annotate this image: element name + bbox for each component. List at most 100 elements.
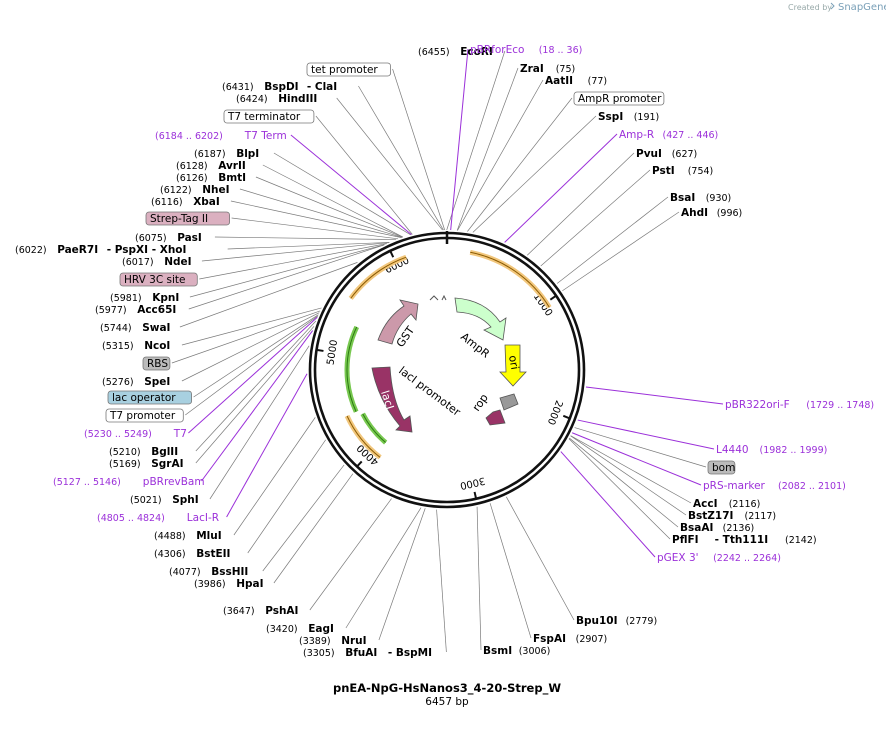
feature-box (105, 408, 184, 423)
primer-name: Amp-R (619, 129, 654, 141)
enzyme-name: HindIII (278, 93, 317, 105)
enzyme-position: (6187) (194, 149, 226, 160)
enzyme-position: (191) (634, 112, 660, 123)
label-box-pink-strep-tag-ii[interactable]: Strep-Tag II (145, 211, 230, 226)
label-primer-l4440[interactable]: L4440(1982 .. 1999) (716, 444, 827, 456)
label-box-white-ampr-promoter[interactable]: AmpR promoter (573, 91, 665, 106)
primer-position: (2082 .. 2101) (778, 481, 846, 492)
label-primer-laci-r[interactable]: (4805 .. 4824)LacI-R (97, 512, 219, 524)
label-enzyme-bsteii[interactable]: (4306)BstEII (154, 548, 230, 560)
enzyme-name: PshAI (265, 605, 298, 617)
label-primer-pbr322ori-f[interactable]: pBR322ori-F(1729 .. 1748) (725, 399, 874, 411)
label-enzyme-bfuai[interactable]: (3305)BfuAI- BspMI (303, 647, 432, 659)
label-enzyme-psti[interactable]: PstI(754) (652, 165, 713, 177)
label-box-pink-hrv-3c-site[interactable]: HRV 3C site (119, 272, 198, 287)
enzyme-name: PflFI (672, 534, 699, 546)
rop-label: rop (470, 392, 491, 414)
label-enzyme-hpai[interactable]: (3986)HpaI (194, 578, 263, 590)
label-primer-t7-term[interactable]: (6184 .. 6202)T7 Term (155, 130, 287, 142)
enzyme-name: BglII (151, 446, 178, 458)
label-enzyme-bsshii[interactable]: (4077)BssHII (169, 566, 248, 578)
label-enzyme-bstz17i[interactable]: BstZ17I(2117) (688, 510, 776, 522)
label-enzyme-bmti[interactable]: (6126)BmtI (176, 172, 246, 184)
ampr-label: AmpR (458, 330, 492, 361)
primer-name: T7 (173, 428, 187, 440)
feature-box (145, 211, 230, 226)
feature-name: lac operator (112, 392, 176, 404)
label-enzyme-sgrai[interactable]: (5169)SgrAI (109, 458, 183, 470)
label-enzyme-nhei[interactable]: (6122)NheI (160, 184, 229, 196)
label-box-blue-lac-operator[interactable]: lac operator (107, 390, 192, 405)
label-box-gray-bom[interactable]: bom (707, 460, 735, 475)
laci-promoter-label: lacI promoter (396, 364, 463, 419)
label-enzyme-paer7i[interactable]: (6022)PaeR7I- PspXI - XhoI (15, 244, 186, 256)
primer-name: pRS-marker (703, 480, 766, 492)
label-box-white-t7-terminator[interactable]: T7 terminator (223, 109, 315, 124)
ori-arrow (499, 344, 527, 387)
connector-line (209, 345, 310, 500)
label-enzyme-bsaai[interactable]: BsaAI(2136) (680, 522, 754, 534)
label-enzyme-acc65i[interactable]: (5977)Acc65I (95, 304, 176, 316)
label-enzyme-sphi[interactable]: (5021)SphI (130, 494, 199, 506)
label-primer-pbrrevbam[interactable]: (5127 .. 5146)pBRrevBam (53, 476, 205, 488)
label-enzyme-hindiii[interactable]: (6424)HindIII (236, 93, 317, 105)
label-enzyme-mlui[interactable]: (4488)MluI (154, 530, 222, 542)
label-enzyme-spei[interactable]: (5276)SpeI (102, 376, 170, 388)
label-enzyme-bpu10i[interactable]: Bpu10I(2779) (576, 615, 657, 627)
connector-line (378, 508, 426, 641)
label-primer-pbrforeco[interactable]: pBRforEco(18 .. 36) (470, 44, 582, 56)
label-enzyme-aatii[interactable]: AatII(77) (545, 75, 607, 87)
label-enzyme-eagi[interactable]: (3420)EagI (266, 623, 334, 635)
connector-line (179, 262, 358, 328)
label-enzyme-avrii[interactable]: (6128)AvrII (176, 160, 246, 172)
label-enzyme-ahdi[interactable]: AhdI(996) (681, 207, 742, 219)
connector-line (570, 435, 687, 516)
orange-arc-line (350, 256, 407, 299)
label-enzyme-xbai[interactable]: (6116)XbaI (151, 196, 220, 208)
label-enzyme-fspai[interactable]: FspAI(2907) (533, 633, 607, 645)
connector-line (247, 439, 326, 554)
enzyme-position: (5169) (109, 459, 141, 470)
rop-arrow (485, 409, 506, 426)
label-enzyme-ecori[interactable]: (6455)EcoRI (418, 46, 493, 58)
label-box-white-t7-promoter[interactable]: T7 promoter (105, 408, 184, 423)
label-enzyme-zrai[interactable]: ZraI(75) (520, 63, 575, 75)
credit-brand: SnapGene (838, 2, 886, 13)
gst-arrow (377, 299, 419, 345)
label-enzyme-pasi[interactable]: (6075)PasI (135, 232, 202, 244)
enzyme-name: NdeI (164, 256, 191, 268)
label-enzyme-sspi[interactable]: SspI(191) (598, 111, 659, 123)
label-enzyme-bspdi[interactable]: (6431)BspDI- ClaI (222, 81, 337, 93)
label-enzyme-bglii[interactable]: (5210)BglII (109, 446, 178, 458)
label-enzyme-ndei[interactable]: (6017)NdeI (122, 256, 192, 268)
label-enzyme-bsai[interactable]: BsaI(930) (670, 192, 731, 204)
label-box-white-tet-promoter[interactable]: tet promoter (306, 62, 391, 77)
enzyme-extra: - ClaI (307, 81, 337, 93)
connector-line (489, 503, 532, 639)
label-primer-amp-r[interactable]: Amp-R(427 .. 446) (619, 129, 718, 141)
label-enzyme-kpni[interactable]: (5981)KpnI (110, 292, 179, 304)
ampr-arrow (454, 297, 507, 341)
label-enzyme-pvui[interactable]: PvuI(627) (636, 148, 697, 160)
label-enzyme-ncoi[interactable]: (5315)NcoI (102, 340, 170, 352)
label-primer-pgex-3-[interactable]: pGEX 3'(2242 .. 2264) (657, 552, 781, 564)
label-box-gray-rbs[interactable]: RBS (142, 356, 171, 371)
label-enzyme-pshai[interactable]: (3647)PshAI (223, 605, 298, 617)
label-enzyme-swai[interactable]: (5744)SwaI (100, 322, 170, 334)
label-enzyme-bsmi[interactable]: BsmI(3006) (483, 645, 550, 657)
enzyme-position: (2779) (626, 616, 658, 627)
connector-line (231, 217, 399, 240)
feature-name: T7 terminator (227, 111, 301, 123)
label-primer-t7[interactable]: (5230 .. 5249)T7 (84, 428, 187, 440)
connector-line (540, 169, 651, 267)
label-enzyme-nrui[interactable]: (3389)NruI (299, 635, 367, 647)
label-primer-prs-marker[interactable]: pRS-marker (2082 .. 2101) (703, 480, 846, 492)
tick-mark (316, 348, 324, 352)
connector-line (273, 152, 411, 236)
enzyme-position: (5276) (102, 377, 134, 388)
feature-box (573, 91, 665, 106)
enzyme-position: (3006) (519, 646, 551, 657)
label-enzyme-blpi[interactable]: (6187)BlpI (194, 148, 259, 160)
label-enzyme-acci[interactable]: AccI(2116) (693, 498, 760, 510)
label-enzyme-pflfi[interactable]: PflFI- Tth111I(2142) (672, 534, 817, 546)
